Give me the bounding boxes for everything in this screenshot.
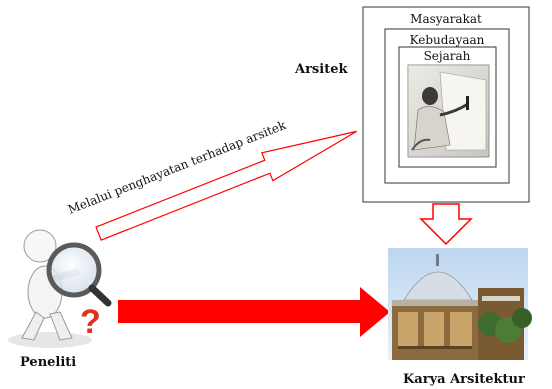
down-arrow bbox=[419, 203, 473, 246]
architect-label: Arsitek bbox=[294, 62, 348, 77]
researcher-label: Peneliti bbox=[20, 355, 76, 370]
history-label: Sejarah bbox=[424, 49, 471, 63]
question-mark-icon: ? bbox=[80, 303, 101, 341]
building-photo bbox=[388, 248, 532, 360]
architect-photo bbox=[407, 64, 490, 158]
direct-arrow bbox=[118, 287, 390, 337]
appreciation-arrow bbox=[93, 117, 362, 247]
culture-label: Kebudayaan bbox=[410, 33, 485, 47]
society-label: Masyarakat bbox=[410, 12, 482, 26]
researcher-figure: ? bbox=[8, 229, 112, 348]
architecture-work-label: Karya Arsitektur bbox=[403, 372, 525, 387]
